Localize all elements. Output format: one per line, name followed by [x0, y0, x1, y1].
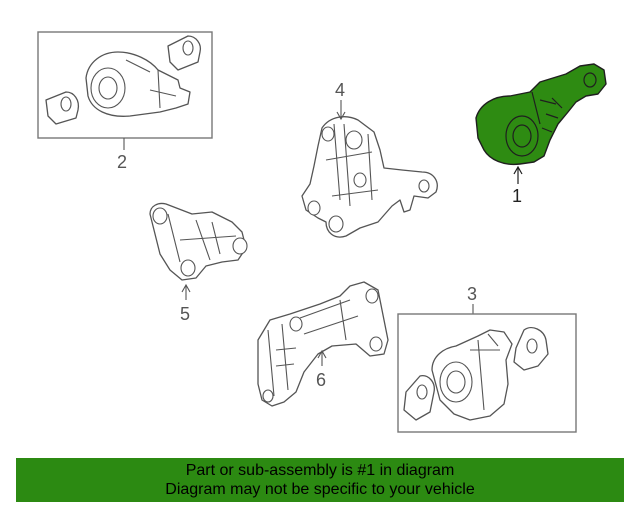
- part-1-group[interactable]: [475, 63, 607, 166]
- part-5-bracket: [149, 202, 247, 281]
- parts-diagram: 2 4 1 5: [37, 31, 607, 433]
- callout-1[interactable]: 1: [512, 186, 522, 206]
- part-2-group[interactable]: [37, 31, 213, 139]
- info-banner: Part or sub-assembly is #1 in diagram Di…: [16, 458, 624, 502]
- part-4-group[interactable]: [301, 116, 438, 238]
- callout-2[interactable]: 2: [117, 152, 127, 172]
- callout-4[interactable]: 4: [335, 80, 345, 100]
- part-3-box: [397, 313, 577, 433]
- callout-3[interactable]: 3: [467, 284, 477, 304]
- banner-line-2: Diagram may not be specific to your vehi…: [165, 481, 475, 498]
- banner-line-1: Part or sub-assembly is #1 in diagram: [185, 462, 455, 479]
- callout-5[interactable]: 5: [180, 304, 190, 324]
- part-6-group[interactable]: [257, 281, 389, 407]
- callout-6[interactable]: 6: [316, 370, 326, 390]
- part-5-group[interactable]: [149, 202, 248, 281]
- part-2-box: [37, 31, 213, 139]
- part-3-group[interactable]: [397, 313, 577, 433]
- part-6-bracket: [257, 281, 389, 407]
